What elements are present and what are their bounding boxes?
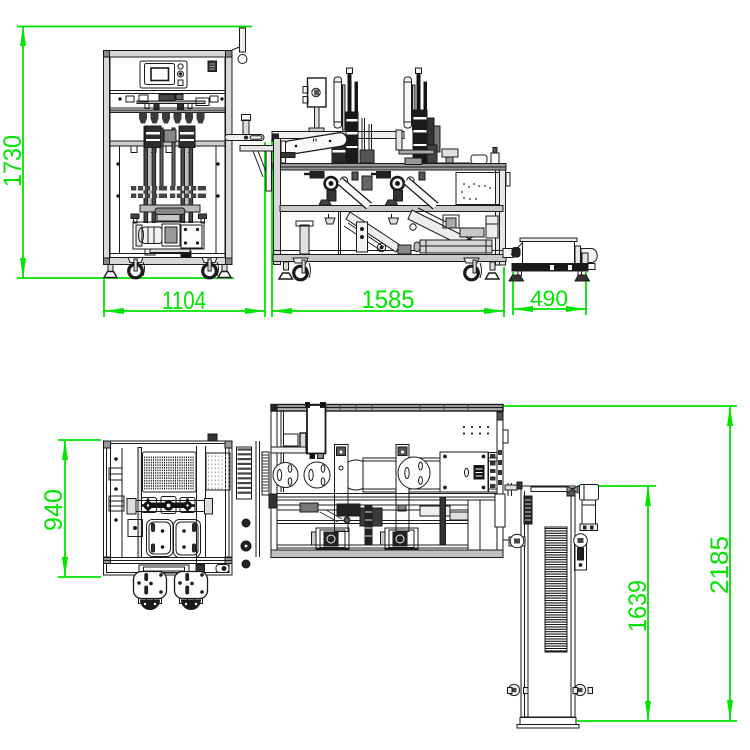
- svg-text:1104: 1104: [162, 287, 206, 315]
- svg-text:1639: 1639: [624, 580, 652, 632]
- svg-text:1585: 1585: [362, 286, 415, 314]
- svg-text:1730: 1730: [0, 135, 27, 187]
- svg-text:490: 490: [530, 286, 568, 311]
- svg-text:940: 940: [40, 489, 68, 531]
- svg-text:2185: 2185: [706, 536, 734, 594]
